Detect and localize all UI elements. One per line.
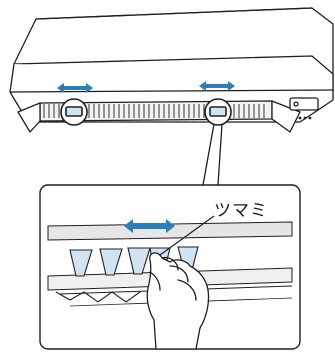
knob-callout-label: ツマミ <box>214 196 268 221</box>
callout-leader <box>203 124 222 185</box>
indoor-unit <box>10 8 333 132</box>
